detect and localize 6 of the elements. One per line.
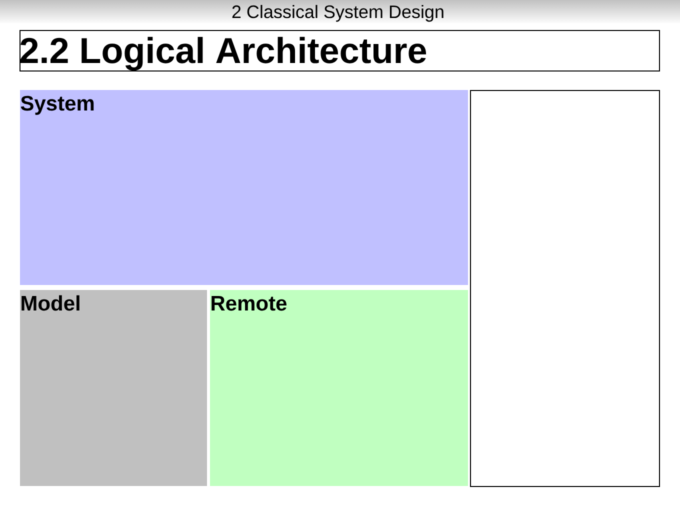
system-box: System <box>20 90 468 285</box>
empty-box <box>470 90 660 487</box>
model-box: Model <box>20 290 207 486</box>
page-header: 2 Classical System Design <box>232 4 444 22</box>
remote-box: Remote <box>210 290 468 486</box>
slide-title: 2.2 Logical Architecture <box>20 30 660 72</box>
